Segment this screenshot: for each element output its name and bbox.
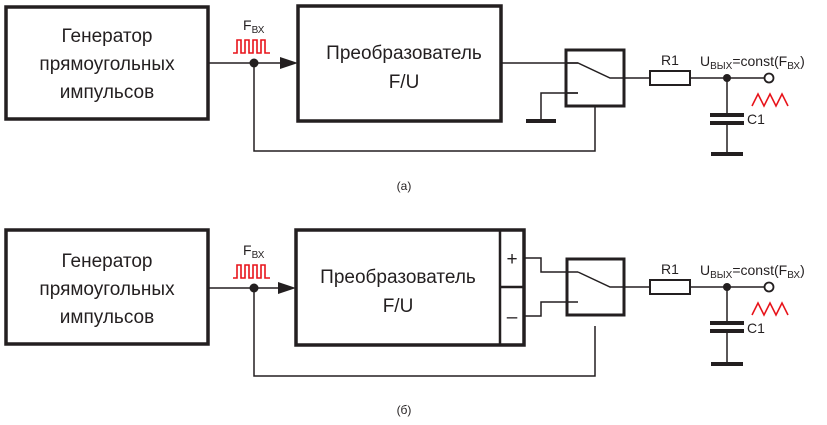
generator-label-line3: импульсов — [60, 82, 154, 103]
generator-block — [4, 228, 210, 346]
minus-output-label: – — [507, 307, 518, 328]
arrow-icon — [280, 57, 298, 69]
output-voltage-label: UВЫХ=const(FВХ) — [700, 53, 805, 72]
caption-a: (a) — [397, 179, 412, 193]
switch-contact — [566, 62, 624, 79]
feedback-wire — [253, 63, 596, 152]
diagram-a: Генератор прямоугольных импульсов FВХ Пр… — [4, 4, 805, 193]
square-wave-icon — [233, 39, 270, 54]
generator-label-line1: Генератор — [62, 26, 153, 47]
generator-block — [4, 5, 210, 121]
converter-label-line2: F/U — [383, 296, 414, 317]
output-terminal — [763, 72, 775, 84]
plus-wire — [524, 257, 578, 273]
generator-label-line2: прямоугольных — [39, 279, 175, 300]
converter-label-line1: Преобразователь — [326, 43, 482, 64]
output-voltage-label: UВЫХ=const(FВХ) — [700, 262, 805, 281]
feedback-wire — [253, 288, 596, 377]
arrow-icon — [278, 282, 296, 294]
triangle-wave-icon — [751, 92, 789, 108]
square-wave-icon — [233, 264, 270, 279]
switch-contact — [577, 271, 624, 288]
resistor-r1 — [649, 70, 691, 86]
converter-label-line1: Преобразователь — [320, 267, 476, 288]
triangle-wave-icon — [751, 301, 789, 317]
input-signal-label: FВХ — [243, 17, 265, 36]
capacitor-label: C1 — [747, 111, 765, 127]
plus-output-label: + — [506, 249, 517, 270]
capacitor-label: C1 — [747, 320, 765, 336]
resistor-label: R1 — [661, 261, 679, 277]
output-terminal — [763, 281, 775, 293]
input-signal-label: FВХ — [243, 242, 265, 261]
converter-block — [296, 4, 503, 123]
generator-label-line3: импульсов — [60, 307, 154, 328]
diagram-b: Генератор прямоугольных импульсов FВХ Пр… — [4, 228, 805, 417]
resistor-r1 — [649, 279, 691, 295]
minus-wire — [524, 301, 578, 317]
generator-label-line1: Генератор — [62, 251, 153, 272]
caption-b: (б) — [397, 403, 412, 417]
converter-label-line2: F/U — [389, 72, 420, 93]
resistor-label: R1 — [661, 52, 679, 68]
generator-label-line2: прямоугольных — [39, 54, 175, 75]
